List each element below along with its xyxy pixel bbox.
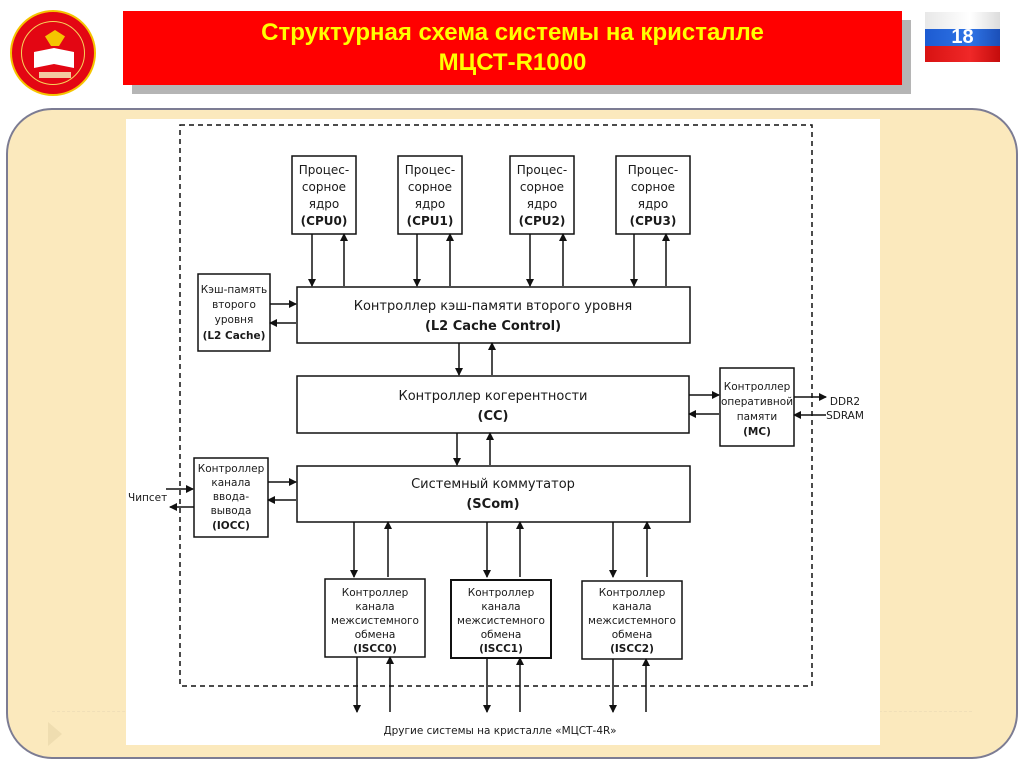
svg-text:(SCom): (SCom) <box>466 497 519 512</box>
scom-iscc-links <box>350 521 651 578</box>
svg-text:ввода-: ввода- <box>213 491 249 503</box>
iscc-block: Контроллер канала межсистемного обмена (… <box>450 579 552 659</box>
svg-text:(IOCC): (IOCC) <box>212 520 250 532</box>
eagle-icon <box>45 30 65 46</box>
slide-title: Структурная схема системы на кристалле М… <box>123 11 902 85</box>
svg-text:обмена: обмена <box>355 629 396 641</box>
svg-text:канала: канала <box>355 601 394 613</box>
svg-text:канала: канала <box>481 601 520 613</box>
svg-text:ядро: ядро <box>415 197 445 211</box>
logo-ring <box>21 21 85 85</box>
svg-text:(CC): (CC) <box>478 409 509 424</box>
svg-text:межсистемного: межсистемного <box>457 615 545 627</box>
l2-cache-block: Кэш-память второго уровня (L2 Cache) <box>197 273 271 352</box>
title-line-2: МЦСТ-R1000 <box>438 49 587 76</box>
svg-text:сорное: сорное <box>302 180 346 194</box>
iscc-external-links <box>353 656 650 713</box>
system-switch-block: Системный коммутатор (SCom) <box>296 465 691 523</box>
cpu-block: Процес- сорное ядро (CPU3) <box>615 155 691 235</box>
iocc-links <box>166 478 297 511</box>
svg-text:ядро: ядро <box>309 197 339 211</box>
svg-text:канала: канала <box>211 477 250 489</box>
svg-text:межсистемного: межсистемного <box>331 615 419 627</box>
title-line-1: Структурная схема системы на кристалле <box>261 19 764 46</box>
svg-text:уровня: уровня <box>215 314 254 326</box>
cpu-block: Процес- сорное ядро (CPU0) <box>291 155 357 235</box>
mc-ddr-links <box>793 393 827 419</box>
svg-text:межсистемного: межсистемного <box>588 615 676 627</box>
svg-text:Процес-: Процес- <box>299 163 349 177</box>
coherence-controller-block: Контроллер когерентности (CC) <box>296 375 690 434</box>
l2-cc-links <box>455 342 496 376</box>
svg-text:Контроллер: Контроллер <box>599 587 666 599</box>
russian-flag-icon: 18 <box>925 12 1000 62</box>
svg-text:Контроллер: Контроллер <box>724 381 791 393</box>
svg-text:Контроллер когерентности: Контроллер когерентности <box>398 389 587 404</box>
svg-text:памяти: памяти <box>737 411 777 423</box>
svg-text:Процес-: Процес- <box>628 163 678 177</box>
slide-number: 18 <box>951 26 974 48</box>
iscc-block: Контроллер канала межсистемного обмена (… <box>324 578 426 658</box>
block-diagram: Процес- сорное ядро (CPU0) Процес- сорно… <box>126 119 880 745</box>
svg-text:сорное: сорное <box>408 180 452 194</box>
memory-controller-block: Контроллер оперативной памяти (MC) <box>719 367 795 447</box>
l2-cache-control-block: Контроллер кэш-памяти второго уровня (L2… <box>296 286 691 344</box>
cpu-block: Процес- сорное ядро (CPU2) <box>509 155 575 235</box>
ddr2-label: DDR2 <box>830 396 860 408</box>
open-book-icon <box>34 48 74 68</box>
chipset-label: Чипсет <box>128 492 167 504</box>
svg-text:сорное: сорное <box>520 180 564 194</box>
svg-text:(CPU1): (CPU1) <box>407 214 454 228</box>
svg-text:(ISCC2): (ISCC2) <box>610 643 654 655</box>
cc-scom-links <box>453 432 494 466</box>
play-arrow-icon[interactable] <box>48 722 62 746</box>
sdram-label: SDRAM <box>826 410 864 422</box>
svg-text:Контроллер: Контроллер <box>342 587 409 599</box>
svg-text:второго: второго <box>212 299 256 311</box>
svg-text:(L2 Cache Control): (L2 Cache Control) <box>425 319 561 334</box>
other-systems-caption: Другие системы на кристалле «МЦСТ-4R» <box>383 725 616 737</box>
chip-boundary <box>179 124 813 687</box>
svg-text:Контроллер кэш-памяти второго: Контроллер кэш-памяти второго уровня <box>354 299 632 314</box>
svg-text:канала: канала <box>612 601 651 613</box>
svg-text:Кэш-память: Кэш-память <box>201 284 267 296</box>
svg-text:(CPU3): (CPU3) <box>630 214 677 228</box>
cc-mc-links <box>688 391 720 418</box>
svg-text:обмена: обмена <box>481 629 522 641</box>
cpu-l2-links <box>308 233 670 287</box>
svg-text:Системный коммутатор: Системный коммутатор <box>411 477 575 492</box>
svg-text:(ISCC1): (ISCC1) <box>479 643 523 655</box>
svg-text:(MC): (MC) <box>743 426 771 438</box>
svg-text:обмена: обмена <box>612 629 653 641</box>
svg-text:вывода: вывода <box>211 505 252 517</box>
svg-text:Контроллер: Контроллер <box>468 587 535 599</box>
cpu-block: Процес- сорное ядро (CPU1) <box>397 155 463 235</box>
svg-text:(CPU0): (CPU0) <box>301 214 348 228</box>
io-controller-block: Контроллер канала ввода- вывода (IOCC) <box>193 457 269 538</box>
svg-text:(CPU2): (CPU2) <box>519 214 566 228</box>
svg-text:(ISCC0): (ISCC0) <box>353 643 397 655</box>
svg-text:Процес-: Процес- <box>405 163 455 177</box>
l2cache-links <box>269 300 297 327</box>
svg-text:Контроллер: Контроллер <box>198 463 265 475</box>
svg-text:Процес-: Процес- <box>517 163 567 177</box>
svg-text:сорное: сорное <box>631 180 675 194</box>
svg-text:(L2 Cache): (L2 Cache) <box>203 330 266 342</box>
svg-text:оперативной: оперативной <box>721 396 793 408</box>
iscc-block: Контроллер канала межсистемного обмена (… <box>581 580 683 660</box>
svg-text:ядро: ядро <box>527 197 557 211</box>
academy-logo <box>10 10 96 96</box>
svg-text:ядро: ядро <box>638 197 668 211</box>
logo-caption <box>39 72 71 78</box>
